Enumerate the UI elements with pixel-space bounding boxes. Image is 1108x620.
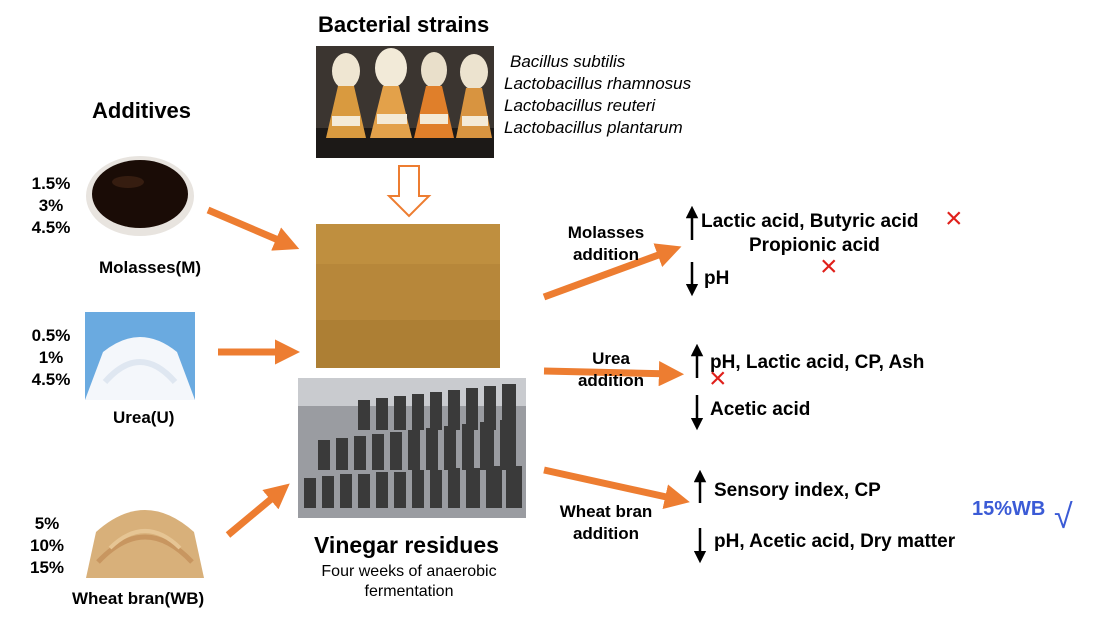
molasses-label: Molasses(M) bbox=[99, 258, 202, 277]
flasks-photo bbox=[316, 46, 494, 158]
urea-level-3: 4.5% bbox=[31, 370, 71, 389]
wheat-bran-addition-label: Wheat bran addition bbox=[548, 501, 664, 545]
wheat-bran-down-results: pH, Acetic acid, Dry matter bbox=[714, 531, 956, 552]
wheat-bran-level-2: 10% bbox=[29, 536, 65, 555]
molasses-photo bbox=[84, 152, 196, 240]
best-treatment-label: 15%WB bbox=[972, 498, 1046, 520]
strain-4: Lactobacillus plantarum bbox=[504, 118, 683, 137]
strains-down-arrow bbox=[386, 165, 432, 218]
fermentation-note-line-2: fermentation bbox=[364, 583, 454, 600]
fermentation-note: Four weeks of anaerobic fermentation bbox=[300, 562, 518, 602]
molasses-down-results: pH bbox=[704, 268, 730, 289]
molasses-addition-line-1: Molasses bbox=[567, 223, 645, 242]
molasses-result-arrow bbox=[542, 243, 682, 301]
residue-photo bbox=[316, 224, 500, 368]
urea-addition-label: Urea addition bbox=[563, 348, 659, 392]
wheat-bran-levels: 5% 10% 15% bbox=[24, 513, 70, 579]
cross-icon: × bbox=[709, 362, 727, 395]
molasses-arrow bbox=[206, 206, 300, 251]
wheat-bran-level-3: 15% bbox=[29, 558, 65, 577]
wheat-bran-result-arrow bbox=[543, 466, 690, 510]
strains-title: Bacterial strains bbox=[318, 12, 490, 37]
fermentation-note-line-1: Four weeks of anaerobic bbox=[321, 563, 497, 580]
wheat-bran-addition-line-1: Wheat bran bbox=[559, 502, 653, 521]
urea-label: Urea(U) bbox=[113, 408, 175, 427]
urea-result-arrow bbox=[543, 361, 685, 387]
silage-bags-photo bbox=[298, 378, 526, 518]
urea-level-1: 0.5% bbox=[31, 326, 71, 345]
urea-levels: 0.5% 1% 4.5% bbox=[28, 325, 74, 391]
additives-title: Additives bbox=[92, 98, 192, 123]
molasses-addition-label: Molasses addition bbox=[558, 222, 654, 266]
wheat-bran-arrow bbox=[225, 483, 290, 538]
urea-up-results: pH, Lactic acid, CP, Ash bbox=[710, 352, 925, 373]
molasses-up-results: Lactic acid, Butyric acid bbox=[701, 211, 919, 232]
wheat-bran-up-results: Sensory index, CP bbox=[714, 480, 881, 501]
urea-addition-line-2: addition bbox=[577, 371, 645, 390]
molasses-levels: 1.5% 3% 4.5% bbox=[28, 173, 74, 239]
vinegar-residues-title: Vinegar residues bbox=[314, 532, 499, 558]
urea-level-2: 1% bbox=[38, 348, 64, 367]
checkmark-icon: √ bbox=[1054, 498, 1073, 536]
molasses-up-results-2: Propionic acid bbox=[749, 235, 880, 256]
molasses-level-2: 3% bbox=[38, 196, 64, 215]
wheat-bran-addition-line-2: addition bbox=[572, 524, 640, 543]
cross-icon: × bbox=[945, 202, 963, 235]
molasses-level-1: 1.5% bbox=[31, 174, 71, 193]
molasses-level-3: 4.5% bbox=[31, 218, 71, 237]
wheat-bran-level-1: 5% bbox=[34, 514, 60, 533]
molasses-addition-line-2: addition bbox=[572, 245, 640, 264]
wheat-bran-label: Wheat bran(WB) bbox=[72, 589, 205, 608]
strain-1: Bacillus subtilis bbox=[510, 52, 626, 71]
strain-2: Lactobacillus rhamnosus bbox=[504, 74, 692, 93]
urea-down-results: Acetic acid bbox=[710, 399, 811, 420]
cross-icon: × bbox=[820, 250, 838, 283]
wheat-bran-photo bbox=[86, 492, 204, 578]
urea-addition-line-1: Urea bbox=[592, 349, 630, 368]
strain-3: Lactobacillus reuteri bbox=[504, 96, 656, 115]
urea-photo bbox=[85, 312, 195, 400]
